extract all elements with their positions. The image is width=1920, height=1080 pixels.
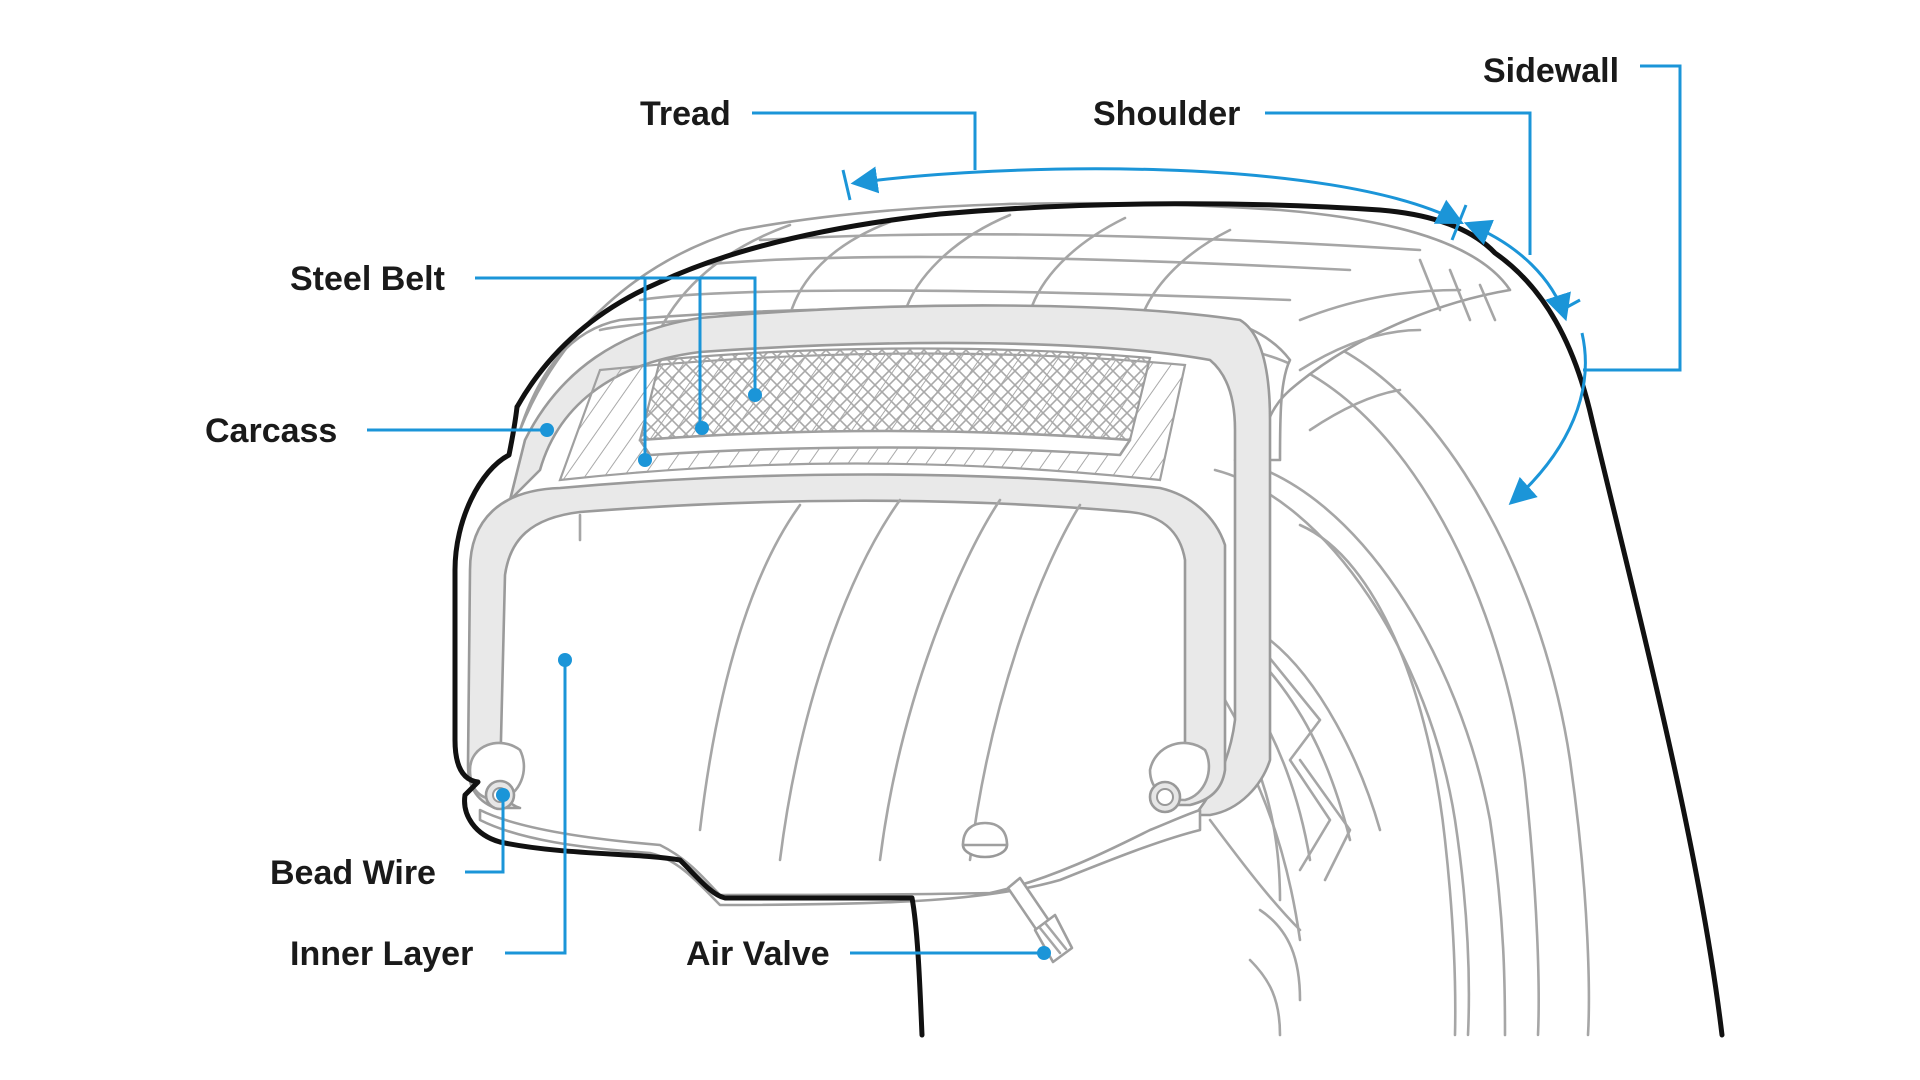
label-shoulder: Shoulder: [1093, 95, 1240, 133]
label-tread: Tread: [640, 95, 731, 133]
callout-labels: Tread Shoulder Sidewall Steel Belt Carca…: [205, 52, 1619, 973]
tread-grooves: [598, 213, 1497, 432]
cavity-lines: [578, 498, 1082, 862]
sidewall-rings: [1213, 323, 1591, 1037]
label-bead-wire: Bead Wire: [270, 854, 436, 892]
steel-belt-mesh: [638, 347, 1152, 442]
carcass-band: [508, 304, 1272, 817]
label-air-valve: Air Valve: [686, 935, 830, 973]
label-steel-belt: Steel Belt: [290, 260, 445, 298]
tire-outline-left: [452, 404, 925, 1038]
rim-base: [478, 808, 1202, 907]
bead-left: [468, 741, 526, 811]
label-sidewall: Sidewall: [1483, 52, 1619, 90]
callout-leaders: [367, 64, 1682, 960]
label-inner-layer: Inner Layer: [290, 935, 473, 973]
air-valve-stem: [961, 821, 1074, 964]
bead-right: [1148, 741, 1211, 814]
belt-edge: [638, 429, 1132, 457]
tire-illustration: [452, 201, 1725, 1038]
inner-layer-band: [466, 473, 1227, 810]
label-carcass: Carcass: [205, 412, 337, 450]
